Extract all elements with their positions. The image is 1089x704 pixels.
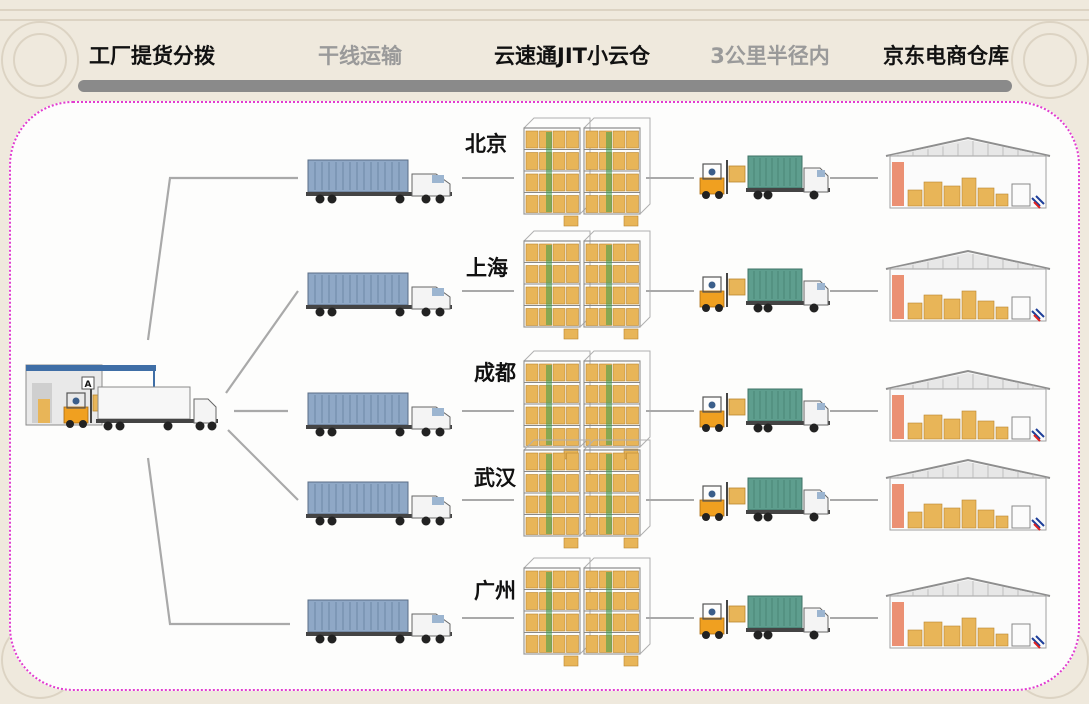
ecommerce-warehouse-icon (885, 458, 1051, 531)
forklift-icon (699, 273, 746, 312)
stage-label-radius: 3公里半径内 (710, 44, 830, 68)
stage-progress-bar (78, 80, 1012, 92)
truck-icon (306, 392, 452, 437)
warehouse-rack-icon (523, 557, 591, 667)
truck-icon (306, 159, 452, 204)
city-label: 武汉 (474, 466, 516, 490)
green-container-truck-icon (746, 388, 830, 433)
route-row-2 (306, 230, 1051, 340)
green-container-truck-icon (746, 268, 830, 313)
warehouse-rack-icon (583, 117, 651, 227)
city-label: 广州 (474, 579, 516, 603)
dock-sign-label: A (85, 380, 92, 390)
green-container-truck-icon (746, 155, 830, 200)
stage-label-jit: 云速通JIT小云仓 (494, 44, 650, 68)
city-label: 成都 (474, 361, 516, 385)
stage-header: 工厂提货分拨 干线运输 云速通JIT小云仓 3公里半径内 京东电商仓库 (0, 30, 1089, 80)
ecommerce-warehouse-icon (885, 249, 1051, 322)
warehouse-rack-icon (523, 350, 591, 460)
stage-label-trunk: 干线运输 (318, 44, 402, 68)
warehouse-rack-icon (583, 557, 651, 667)
city-label: 上海 (466, 256, 508, 280)
stage-label-jd-warehouse: 京东电商仓库 (883, 44, 1009, 68)
warehouse-rack-icon (583, 350, 651, 460)
warehouse-rack-icon (523, 230, 591, 340)
route-row-4 (306, 439, 1051, 549)
forklift-icon (699, 482, 746, 521)
warehouse-rack-icon (583, 230, 651, 340)
route-row-1 (306, 117, 1051, 227)
green-container-truck-icon (746, 477, 830, 522)
green-container-truck-icon (746, 595, 830, 640)
stage-label-pickup: 工厂提货分拨 (89, 44, 215, 68)
route-row-3 (306, 350, 1051, 460)
forklift-icon (699, 600, 746, 639)
warehouse-rack-icon (523, 439, 591, 549)
factory-dock-icon: A (25, 364, 218, 431)
route-row-5 (306, 557, 1051, 667)
warehouse-rack-icon (523, 117, 591, 227)
truck-icon (306, 272, 452, 317)
truck-icon (306, 599, 452, 644)
warehouse-rack-icon (583, 439, 651, 549)
forklift-icon (699, 393, 746, 432)
truck-icon (306, 481, 452, 526)
city-label: 北京 (465, 132, 507, 156)
ecommerce-warehouse-icon (885, 369, 1051, 442)
ecommerce-warehouse-icon (885, 576, 1051, 649)
forklift-icon (699, 160, 746, 199)
ecommerce-warehouse-icon (885, 136, 1051, 209)
fan-out-connectors (146, 176, 299, 626)
